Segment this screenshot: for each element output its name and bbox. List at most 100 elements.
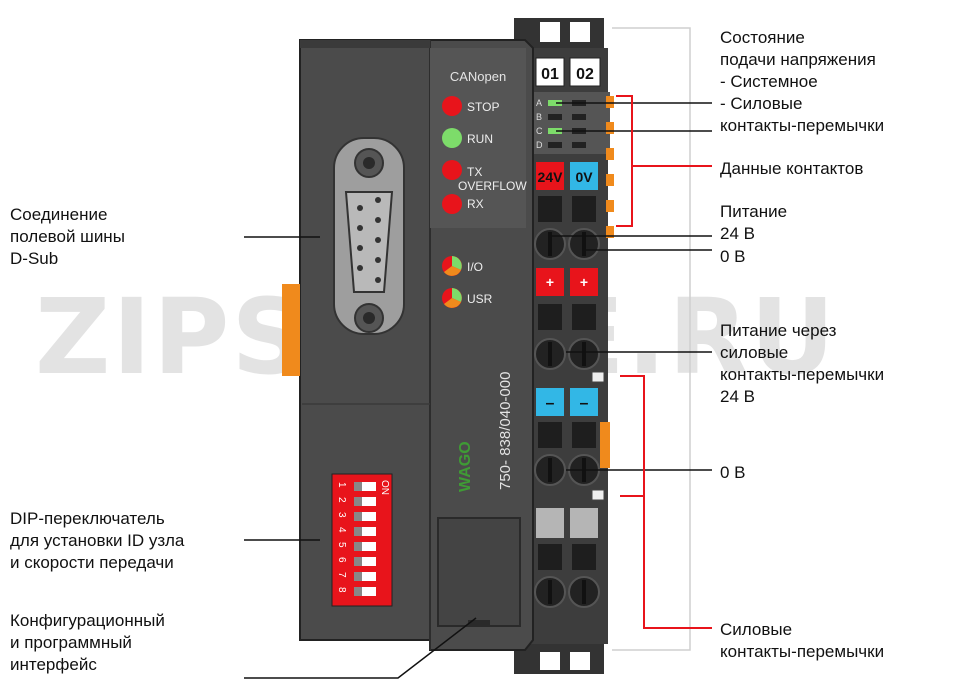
overflow-led-label: OVERFLOW <box>458 179 527 193</box>
label-supply-status: Состояние подачи напряжения - Системное … <box>720 28 885 135</box>
orange-strip <box>600 422 610 468</box>
jumper-marker <box>591 489 605 501</box>
dip-switch-1[interactable] <box>354 482 376 491</box>
release-slot <box>538 196 562 222</box>
row-letter-a: A <box>536 98 542 108</box>
io-led <box>442 256 462 276</box>
label-power-0v: 0 В <box>720 247 746 266</box>
dip-switch-5[interactable] <box>354 542 376 551</box>
contact-tab <box>606 148 614 160</box>
terminal-number-plate-1 <box>535 57 565 87</box>
minus-marker-1 <box>536 388 564 416</box>
dip-number: 8 <box>336 587 347 593</box>
supply-24v-text: 24V <box>538 169 564 185</box>
left-latch <box>282 284 300 376</box>
dip-number: 6 <box>336 557 347 563</box>
run-led-label: RUN <box>467 132 493 146</box>
dip-switch-knob <box>354 527 362 536</box>
release-slot <box>538 422 562 448</box>
label-fieldbus: Соединение полевой шины D-Sub <box>10 205 125 268</box>
dip-on-label: ON <box>379 480 390 495</box>
release-slot <box>538 304 562 330</box>
contact-tab <box>606 122 614 134</box>
clamp-slit <box>548 458 552 482</box>
dip-switch-2[interactable] <box>354 497 376 506</box>
contact-tab <box>606 200 614 212</box>
field-supply-led <box>548 128 562 134</box>
top-clip-slot-2 <box>570 22 590 42</box>
label-power-24v: Питание 24 В <box>720 202 788 243</box>
dip-number: 1 <box>336 482 347 488</box>
red-callouts <box>616 95 712 629</box>
release-slot <box>572 196 596 222</box>
io-led-label: I/O <box>467 260 483 274</box>
dip-switch-knob <box>354 482 362 491</box>
model-number: 750- 838/040-000 <box>497 372 514 490</box>
clamp-slit <box>582 580 586 604</box>
rx-led <box>442 194 462 214</box>
row-letter-c: C <box>536 126 543 136</box>
label-power-via-jumpers: Питание через силовые контакты-перемычки… <box>720 321 885 406</box>
system-supply-led <box>548 100 562 106</box>
pe-marker-1 <box>536 508 564 538</box>
terminal-number-2: 02 <box>576 66 594 83</box>
supply-24v-marker <box>536 162 564 190</box>
release-slot <box>538 544 562 570</box>
bus-name: CANopen <box>450 69 506 84</box>
label-zero-v: 0 В <box>720 463 746 482</box>
rx-led-label: RX <box>467 197 484 211</box>
plus-marker-2 <box>570 268 598 296</box>
terminal-block: 01 02 A B C D 24V 0V <box>514 18 691 674</box>
config-interface-cover[interactable] <box>437 517 521 627</box>
stop-led-label: STOP <box>467 100 499 114</box>
row-letter-d: D <box>536 140 543 150</box>
label-power-jumpers: Силовые контакты-перемычки <box>720 620 885 661</box>
label-contact-data: Данные контактов <box>720 159 864 178</box>
dip-switch-8[interactable] <box>354 587 376 596</box>
dip-number: 4 <box>336 527 347 533</box>
contact-tab <box>606 96 614 108</box>
dip-switch-knob <box>354 542 362 551</box>
minus-sign-2: – <box>580 395 589 412</box>
dsub-connector[interactable] <box>333 137 405 335</box>
dip-switch-7[interactable] <box>354 572 376 581</box>
supply-0v-marker <box>570 162 598 190</box>
dip-switch-knob <box>354 497 362 506</box>
plus-sign-2: + <box>580 274 588 290</box>
controller-housing: CANopen STOP RUN TX OVERFLOW RX I/O USR … <box>282 39 534 651</box>
dip-switch-knob <box>354 587 362 596</box>
dip-number: 5 <box>336 542 347 548</box>
contact-tab <box>606 226 614 238</box>
dip-switch[interactable]: ON <box>331 473 393 607</box>
plus-marker-1 <box>536 268 564 296</box>
led-b1 <box>548 114 562 120</box>
label-config-interface: Конфигурационный и программный интерфейс <box>10 611 165 674</box>
dip-switch-3[interactable] <box>354 512 376 521</box>
dip-number: 3 <box>336 512 347 518</box>
jumper-marker <box>591 371 605 383</box>
release-slot <box>572 544 596 570</box>
dip-switch-6[interactable] <box>354 557 376 566</box>
clamp-slit <box>548 342 552 366</box>
dip-switch-knob <box>354 512 362 521</box>
jumper-bracket <box>620 375 645 497</box>
stop-led <box>442 96 462 116</box>
dip-switch-4[interactable] <box>354 527 376 536</box>
plus-sign-1: + <box>546 274 554 290</box>
leader-config <box>244 617 477 679</box>
leader-power-jumpers <box>643 436 712 629</box>
bottom-clip-slot-1 <box>540 652 560 670</box>
terminal-number-1: 01 <box>541 66 559 83</box>
run-led <box>442 128 462 148</box>
clamp-slit <box>582 232 586 256</box>
neighbor-terminal-outline <box>612 27 691 651</box>
leader-lines <box>244 102 712 679</box>
top-clip-slot-1 <box>540 22 560 42</box>
tx-overflow-led <box>442 160 462 180</box>
led-d1 <box>548 142 562 148</box>
clamp-slit <box>582 342 586 366</box>
dip-switch-knob <box>354 557 362 566</box>
usr-led-label: USR <box>467 292 493 306</box>
release-slot <box>572 304 596 330</box>
